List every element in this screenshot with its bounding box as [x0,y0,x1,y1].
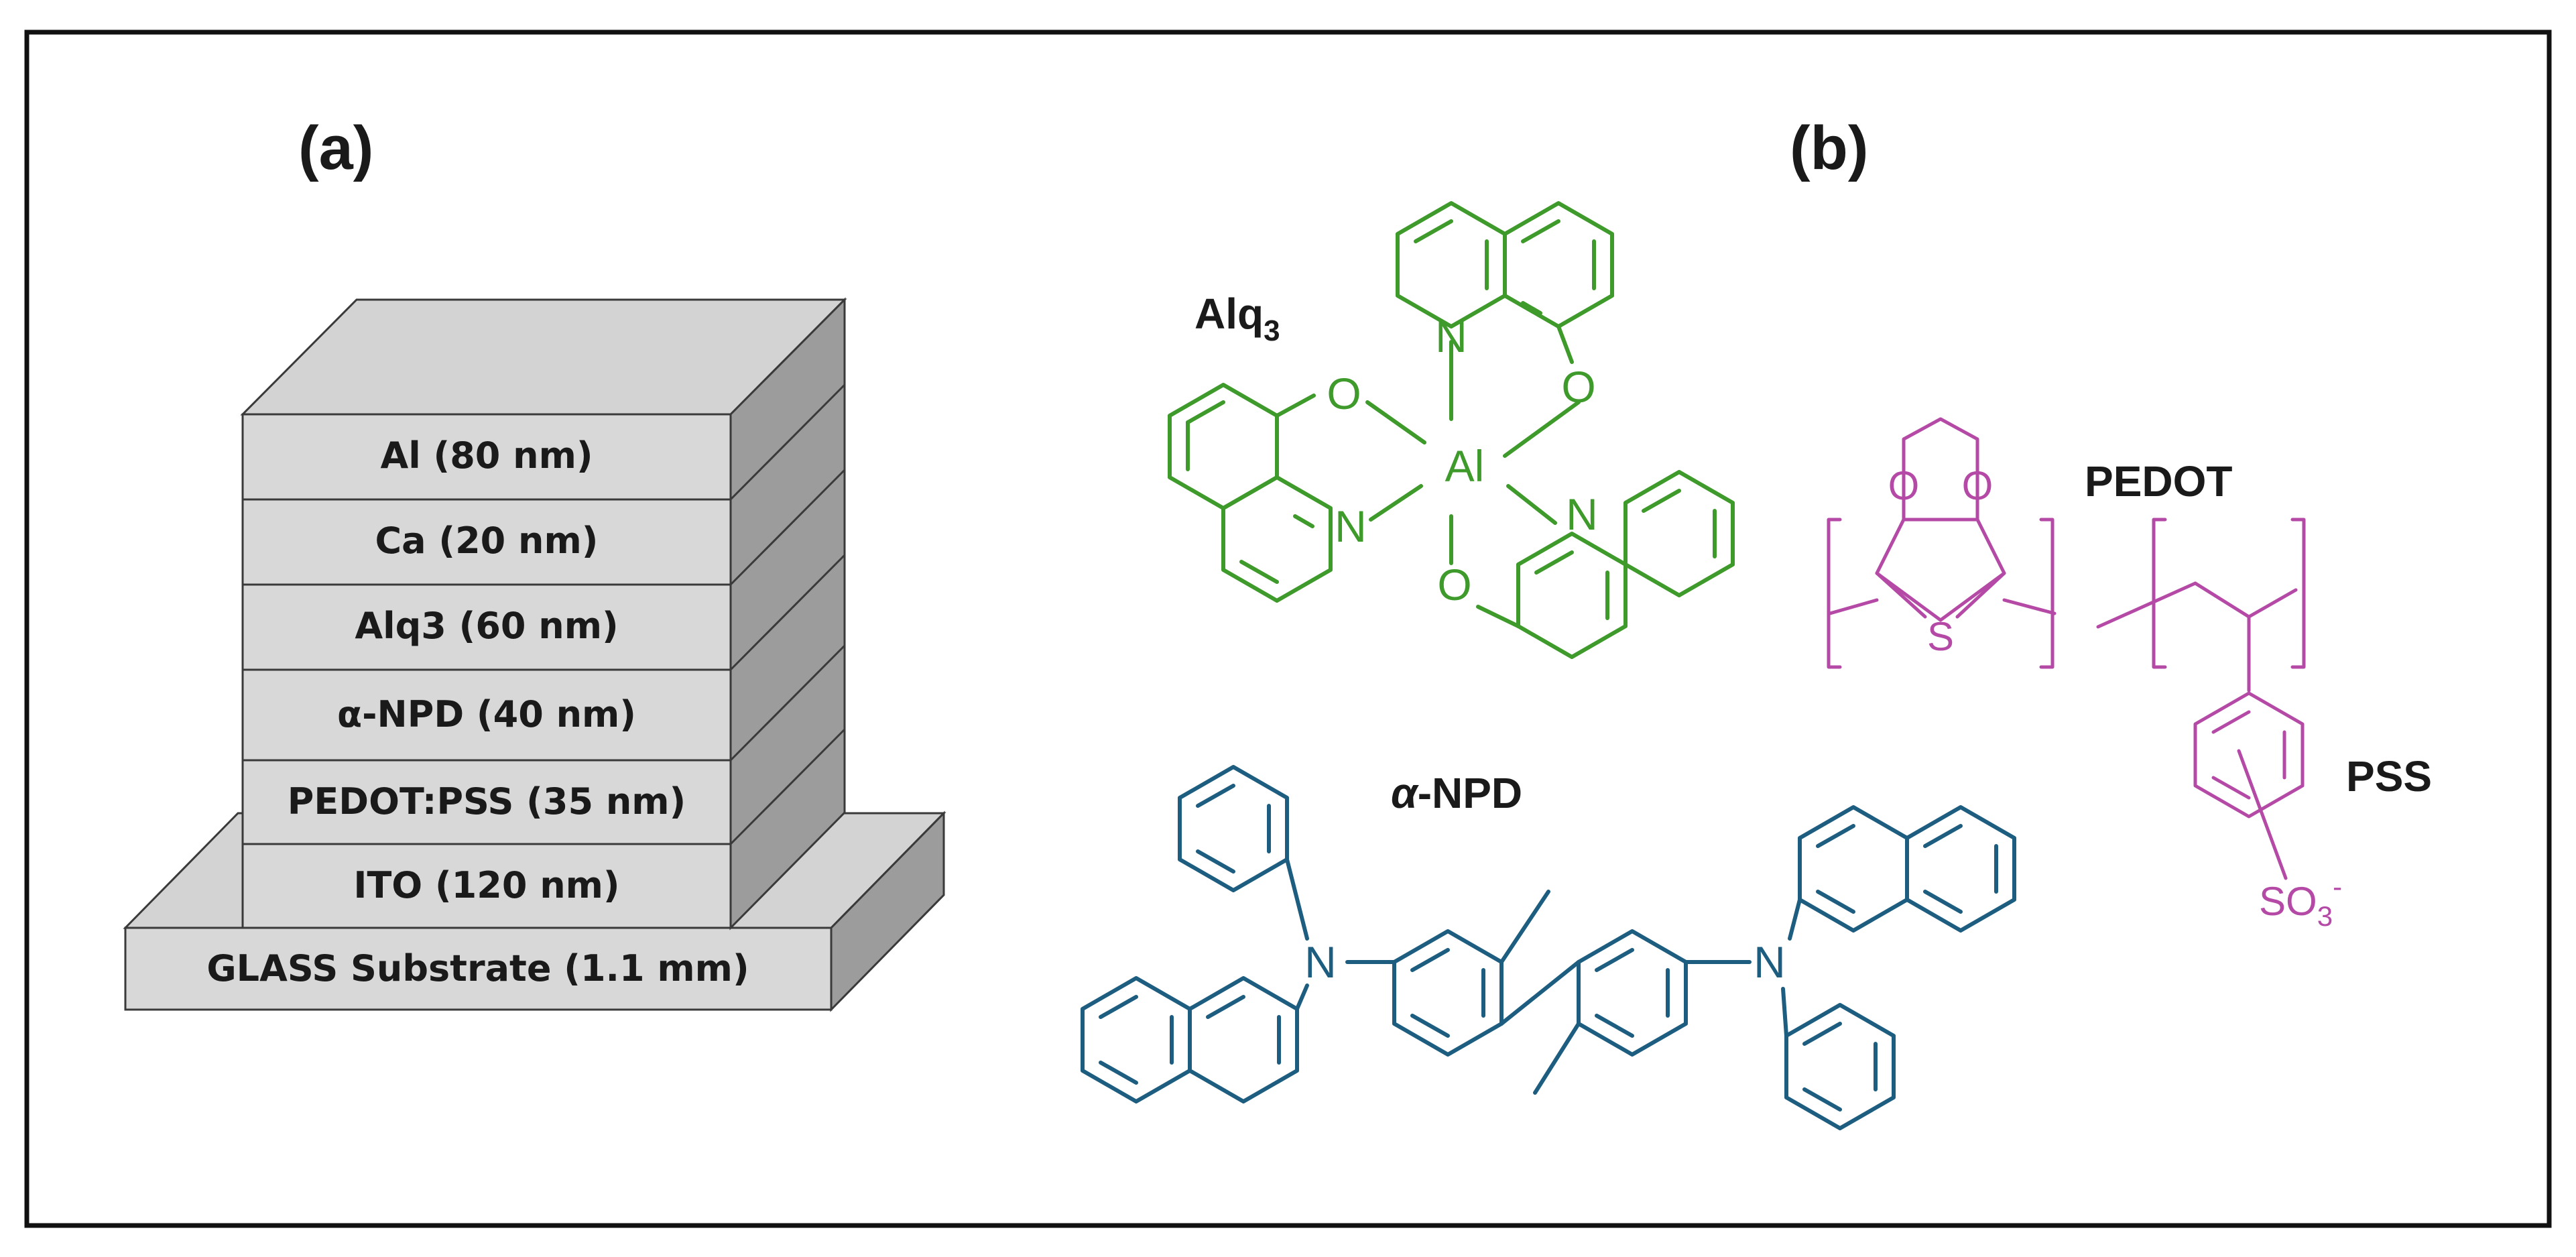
pss-name: PSS [2346,752,2432,800]
layer-label-npd: α-NPD (40 nm) [337,693,636,735]
layer-stack: Al (80 nm) Ca (20 nm) Alq3 (60 nm) α-NPD… [123,297,946,1012]
pedot-pss-atom-labels: O O S SO3- [1888,463,2342,932]
pedot-o-right: O [1962,463,1994,508]
panel-a-label: (a) [298,114,373,182]
alq3-o-top: O [1561,362,1595,412]
pedot-o-left: O [1888,463,1920,508]
pedot-name: PEDOT [2085,457,2232,505]
layer-label-ca: Ca (20 nm) [375,520,599,562]
npd-n-left: N [1304,937,1337,987]
npd-structure [1081,765,2016,1130]
layer-pedot-pss [241,759,732,845]
alq3-atom-labels: N O O Al N N O [1327,312,1598,609]
layer-label-alq3: Alq3 (60 nm) [355,605,618,647]
layer-ca [241,498,732,586]
layer-ito [241,843,732,929]
alq3-name: Alq3 [1194,290,1280,347]
alq3-n-left: N [1335,501,1367,551]
npd-atom-labels: N N [1304,937,1786,987]
pedot-s: S [1927,614,1954,659]
layer-npd [241,668,732,762]
pss-sulfonate: SO3- [2259,871,2342,932]
alq3-al-center: Al [1445,441,1485,491]
alq3-n-right: N [1566,489,1598,539]
layer-label-ito: ITO (120 nm) [353,864,619,906]
layer-label-substrate: GLASS Substrate (1.1 mm) [206,947,749,990]
layer-alq3 [241,583,732,671]
npd-n-right: N [1754,937,1786,987]
layer-label-pedot-pss: PEDOT:PSS (35 nm) [288,780,686,823]
pedot-pss-structure [1827,417,2306,880]
alq3-o-left: O [1327,369,1361,418]
alq3-o-bottom: O [1437,560,1471,609]
panel-b-label: (b) [1790,114,1868,182]
alq3-structure [1168,201,1735,659]
layer-label-al: Al (80 nm) [380,434,593,477]
substrate-front [124,926,833,1011]
alq3-n-top: N [1435,312,1467,361]
npd-name: α-NPD [1391,769,1522,817]
layer-side-separators [729,383,846,845]
